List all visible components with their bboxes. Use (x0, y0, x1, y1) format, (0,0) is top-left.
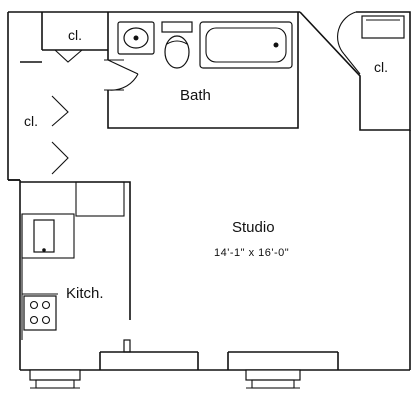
kitchen-walls (20, 181, 131, 340)
studio-label: Studio (232, 219, 275, 236)
bath-door (107, 59, 139, 91)
closet-left (8, 61, 69, 181)
studio-dimensions-label: 14'-1" x 16'-0" (214, 247, 289, 259)
kitchen-label: Kitch. (66, 285, 104, 302)
bath-sink (117, 21, 155, 55)
closet-right (337, 11, 405, 75)
closet-left-label: cl. (24, 113, 38, 129)
window-center (227, 351, 339, 370)
bath-walls (104, 12, 299, 129)
window-right (245, 369, 301, 389)
bath-toilet (161, 21, 193, 69)
bath-tub (199, 21, 293, 69)
closet-top-left-label: cl. (68, 27, 82, 43)
outer-walls (7, 11, 411, 371)
studio-post (99, 339, 199, 370)
window-left (29, 369, 81, 389)
closet-top-left (41, 12, 108, 63)
closet-right-label: cl. (374, 59, 388, 75)
bath-label: Bath (180, 87, 211, 104)
